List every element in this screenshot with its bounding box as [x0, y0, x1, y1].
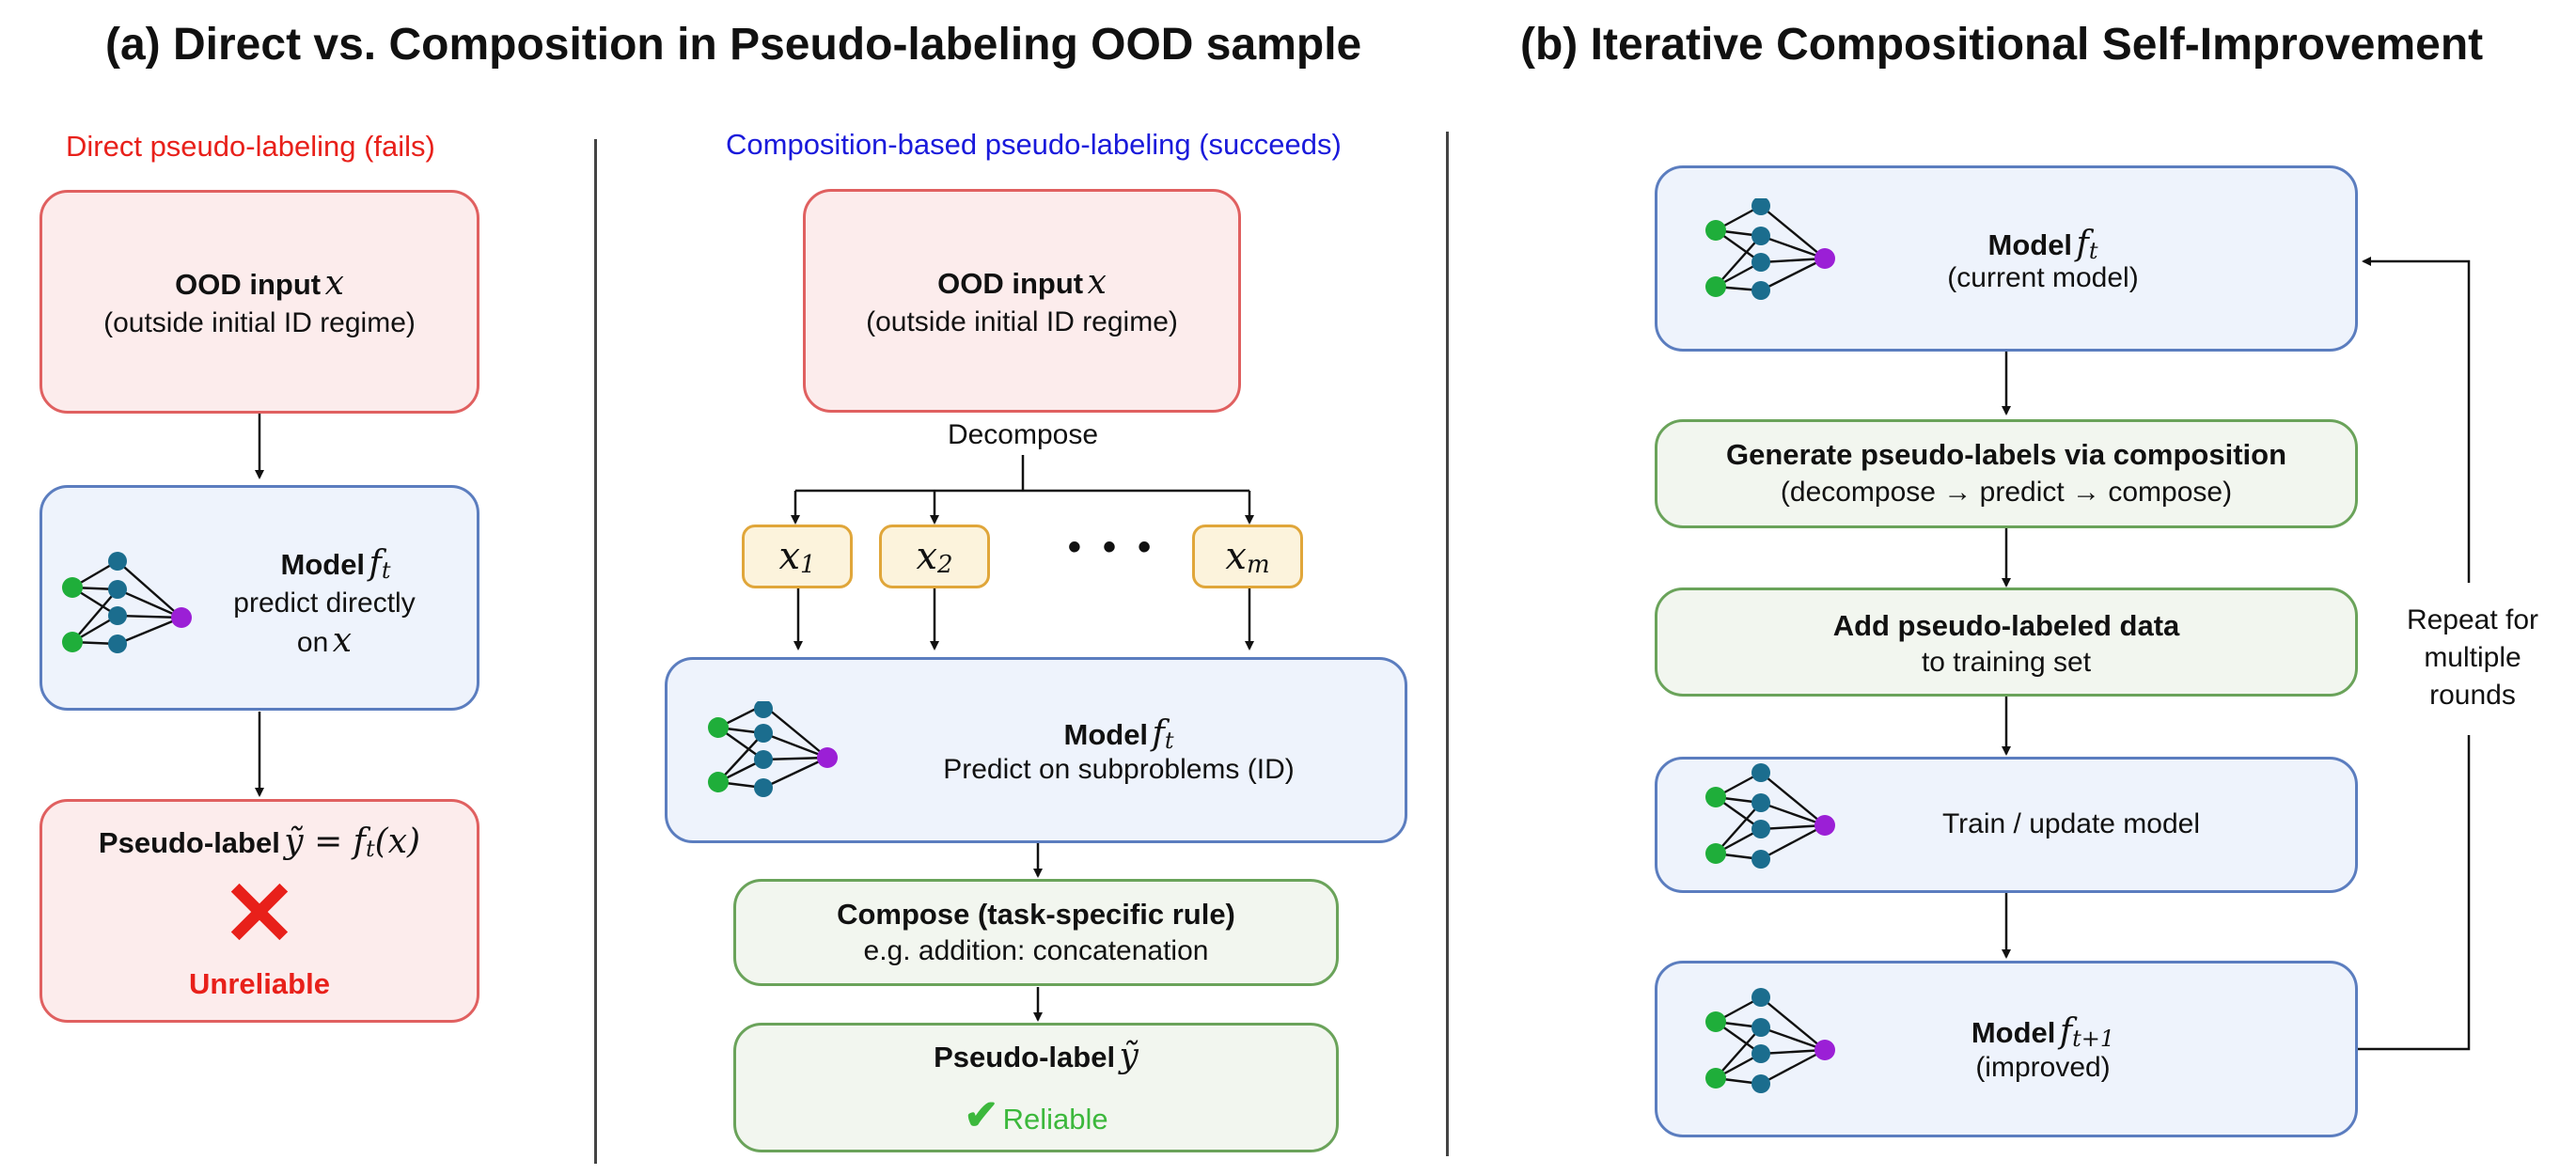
neural-network-icon: [1705, 198, 1835, 300]
generate-subtitle: (decompose → predict → compose): [1780, 477, 2233, 508]
model-var: f: [2059, 1012, 2073, 1051]
model-line3: on: [296, 627, 329, 658]
checkmark-icon: ✔: [964, 1092, 999, 1138]
model-title: Model: [1971, 1016, 2056, 1049]
model-subtitle: (improved): [1975, 1052, 2111, 1083]
sub-var: x: [1225, 535, 1247, 578]
ood-subtitle: (outside initial ID regime): [103, 307, 416, 338]
compose-box: Compose (task-specific rule) e.g. additi…: [733, 879, 1339, 986]
sub-var: x: [916, 535, 937, 578]
repeat-line-2: multiple: [2424, 642, 2521, 673]
sub-var: x: [778, 535, 800, 578]
model-line2: predict directly: [233, 588, 416, 619]
pseudo-label-title: Pseudo-label: [98, 826, 280, 859]
neural-network-icon: [708, 701, 838, 797]
model-title: Model: [1987, 228, 2073, 261]
pseudo-label-var: ỹ: [1119, 1037, 1139, 1075]
neural-network-icon: [62, 552, 192, 653]
pseudo-label-formula: ỹ = f: [284, 822, 367, 861]
compose-title: Compose (task-specific rule): [837, 898, 1235, 931]
direct-ood-box: OOD input x (outside initial ID regime): [39, 190, 479, 414]
ood-subtitle: (outside initial ID regime): [866, 306, 1178, 337]
compose-subtitle: e.g. addition: concatenation: [863, 935, 1209, 966]
sub-index: 1: [800, 551, 816, 580]
neural-network-icon: [1705, 763, 1835, 869]
add-subtitle: to training set: [1921, 647, 2092, 678]
ood-title: OOD input: [175, 268, 322, 301]
ood-var: x: [324, 264, 344, 303]
repeat-line-1: Repeat for: [2406, 604, 2539, 635]
panel-b-title: (b) Iterative Compositional Self-Improve…: [1520, 20, 2484, 70]
ellipsis: • • •: [1067, 526, 1157, 568]
ood-title: OOD input: [937, 267, 1084, 300]
direct-pseudo-label-box: Pseudo-label ỹ = ft(x) ✕ Unreliable: [39, 799, 479, 1023]
model-var: f: [1152, 714, 1165, 753]
pseudo-label-formula-tail: (x): [374, 822, 421, 861]
composition-pseudo-label-box: Pseudo-label ỹ ✔ Reliable: [733, 1023, 1339, 1152]
sub-index: m: [1246, 551, 1270, 580]
subproblem-xm: xm: [1192, 525, 1303, 588]
cross-icon: ✕: [221, 864, 298, 964]
composition-ood-box: OOD input x (outside initial ID regime): [803, 189, 1241, 413]
model-var-sub: t: [2088, 238, 2098, 265]
add-title: Add pseudo-labeled data: [1832, 609, 2180, 642]
ood-var: x: [1087, 263, 1107, 302]
arrow-icon: [2362, 257, 2471, 583]
model-var-sub: t: [1164, 728, 1174, 755]
model-var-sub: t+1: [2072, 1026, 2115, 1053]
model-title: Model: [280, 548, 366, 581]
repeat-label: Repeat for multiple rounds: [2388, 602, 2557, 714]
model-line3-var: x: [332, 621, 353, 660]
model-title: Model: [1063, 718, 1149, 751]
generate-title: Generate pseudo-labels via composition: [1725, 438, 2287, 471]
pseudo-label-title: Pseudo-label: [934, 1041, 1116, 1073]
model-var: f: [369, 544, 382, 583]
composition-caption: Composition-based pseudo-labeling (succe…: [726, 128, 1342, 161]
repeat-line-3: rounds: [2429, 680, 2516, 711]
current-model-box: Model ft (current model): [1655, 165, 2358, 352]
subproblem-x2: x2: [879, 525, 990, 588]
reliable-label: Reliable: [1002, 1103, 1108, 1136]
model-var: f: [2076, 225, 2089, 263]
direct-model-box: Model ft predict directly on x: [39, 485, 479, 711]
direct-caption: Direct pseudo-labeling (fails): [66, 130, 435, 163]
generate-pseudo-labels-box: Generate pseudo-labels via composition (…: [1655, 419, 2358, 528]
neural-network-icon: [1705, 988, 1835, 1093]
add-pseudo-labeled-box: Add pseudo-labeled data to training set: [1655, 588, 2358, 697]
train-update-box: Train / update model: [1655, 757, 2358, 893]
separator-right: [1446, 132, 1449, 1156]
train-label: Train / update model: [1941, 808, 2201, 839]
composition-model-box: Model ft Predict on subproblems (ID): [665, 657, 1407, 843]
pseudo-label-formula-sub: t: [366, 836, 375, 863]
separator-left: [594, 139, 597, 1164]
model-var-sub: t: [381, 557, 391, 585]
subproblem-x1: x1: [742, 525, 853, 588]
model-subtitle: (current model): [1947, 262, 2139, 293]
decompose-label: Decompose: [947, 419, 1099, 450]
improved-model-box: Model ft+1 (improved): [1655, 961, 2358, 1137]
unreliable-label: Unreliable: [189, 967, 330, 1000]
panel-a-title: (a) Direct vs. Composition in Pseudo-lab…: [105, 20, 1362, 70]
sub-index: 2: [937, 551, 953, 580]
model-subtitle: Predict on subproblems (ID): [943, 754, 1295, 785]
